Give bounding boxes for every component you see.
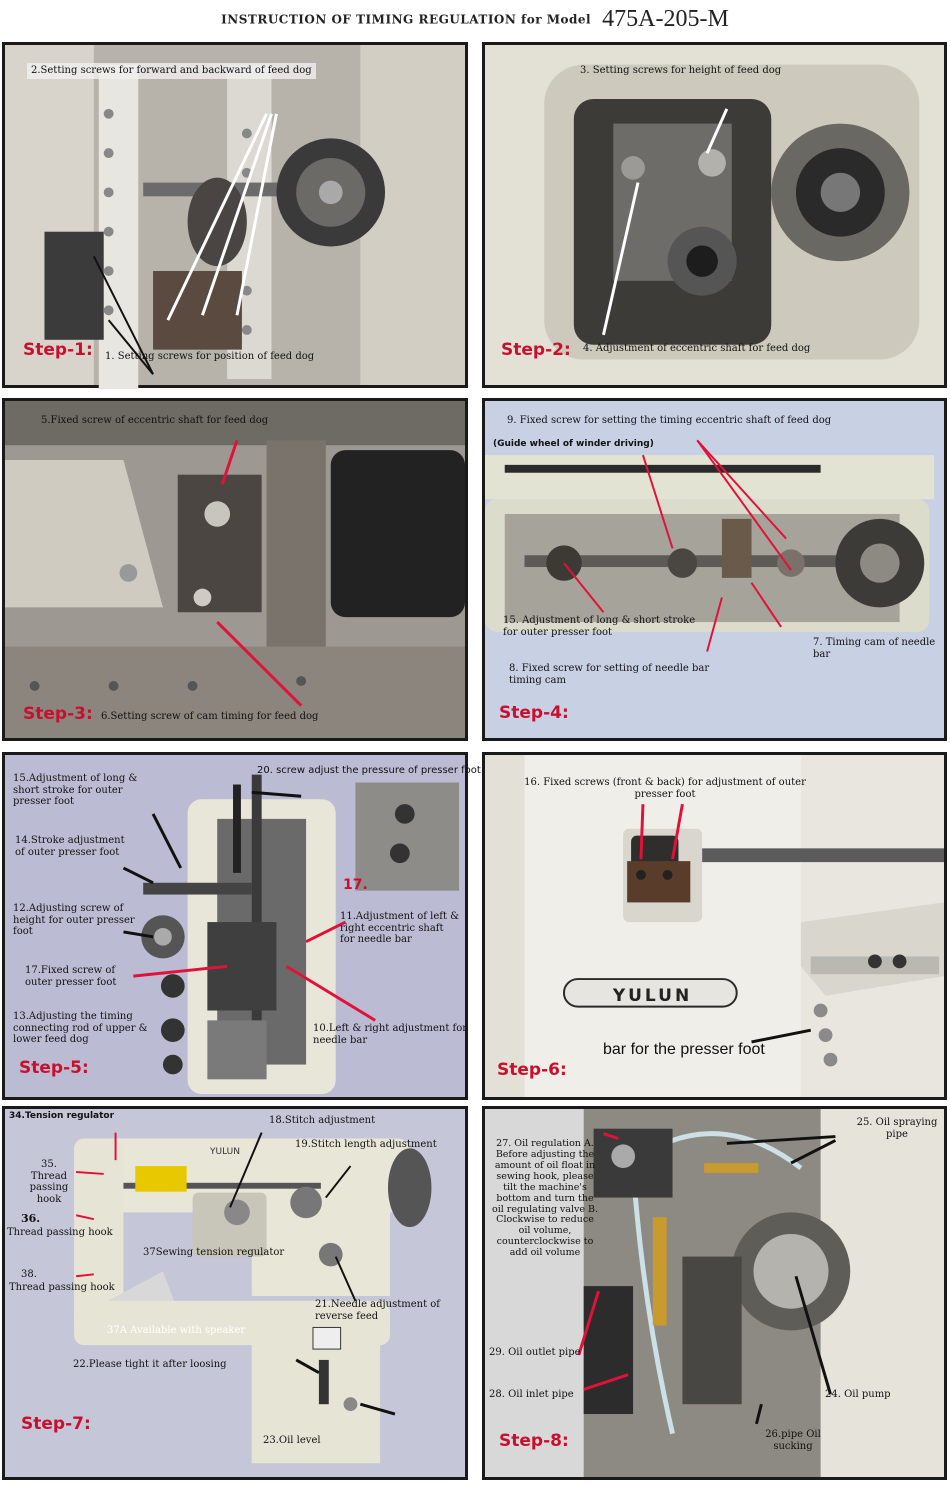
step-1-label: Step-1: <box>23 340 93 360</box>
caption-22: 22.Please tight it after loosing <box>73 1359 227 1370</box>
step-8-photo <box>485 1109 944 1477</box>
caption-3: 3. Setting screws for height of feed dog <box>580 65 782 76</box>
title-text: INSTRUCTION OF TIMING REGULATION for Mod… <box>221 12 592 27</box>
caption-25: 25. Oil spraying pipe <box>856 1117 938 1140</box>
caption-34: 34.Tension regulator <box>9 1111 115 1121</box>
caption-1: 1. Setting screws for position of feed d… <box>105 351 315 362</box>
caption-9: 9. Fixed screw for setting the timing ec… <box>507 415 832 426</box>
caption-38-number: 38. <box>21 1269 37 1280</box>
caption-17: 17.Fixed screw of outer presser foot <box>25 965 117 988</box>
caption-15-stroke: 15. Adjustment of long & short stroke fo… <box>503 615 696 638</box>
caption-6: 6.Setting screw of cam timing for feed d… <box>101 711 319 722</box>
caption-presser-bar: bar for the presser foot <box>603 1041 765 1058</box>
caption-11: 11.Adjustment of left & right eccentric … <box>340 911 460 945</box>
brand-label-yulun-machine: YULUN <box>210 1147 240 1157</box>
caption-2: 2.Setting screws for forward and backwar… <box>27 63 316 79</box>
panel-step-8: 25. Oil spraying pipe 27. Oil regulation… <box>482 1106 947 1480</box>
caption-guide-wheel: (Guide wheel of winder driving) <box>493 439 654 449</box>
caption-13: 13.Adjusting the timing connecting rod o… <box>13 1011 148 1045</box>
step-3-photo <box>5 401 465 738</box>
caption-38: Thread passing hook <box>9 1282 115 1293</box>
step-7-label: Step-7: <box>21 1414 91 1434</box>
caption-15-outer: 15.Adjustment of long & short stroke for… <box>13 773 138 807</box>
caption-10: 10.Left & right adjustment for needle ba… <box>313 1023 468 1046</box>
panel-step-6: 16. Fixed screws (front & back) for adju… <box>482 752 947 1100</box>
panel-step-3: 5.Fixed screw of eccentric shaft for fee… <box>2 398 468 741</box>
caption-21: 21.Needle adjustment of reverse feed <box>315 1299 440 1322</box>
panel-step-4: 9. Fixed screw for setting the timing ec… <box>482 398 947 741</box>
caption-19: 19.Stitch length adjustment <box>295 1139 437 1150</box>
caption-37: 37Sewing tension regulator <box>143 1247 285 1258</box>
brand-label-yulun: YULUN <box>612 986 693 1006</box>
caption-24: 24. Oil pump <box>825 1389 891 1400</box>
panel-step-7: 34.Tension regulator 18.Stitch adjustmen… <box>2 1106 468 1480</box>
step-6-label: Step-6: <box>497 1060 567 1080</box>
step-4-photo <box>485 401 944 738</box>
model-number: 475A-205-M <box>602 6 729 32</box>
step-7-photo <box>5 1109 465 1477</box>
inset-17-label: 17. <box>343 877 368 893</box>
caption-26: 26.pipe Oil sucking <box>765 1429 821 1452</box>
caption-8: 8. Fixed screw for setting of needle bar… <box>509 663 710 686</box>
caption-37a: 37A Available with speaker <box>107 1325 246 1336</box>
caption-7: 7. Timing cam of needle bar <box>813 637 936 660</box>
step-5-label: Step-5: <box>19 1058 89 1078</box>
step-2-label: Step-2: <box>501 340 571 360</box>
caption-23: 23.Oil level <box>263 1435 321 1446</box>
step-4-label: Step-4: <box>499 703 569 723</box>
caption-28: 28. Oil inlet pipe <box>489 1389 574 1400</box>
panel-step-2: 3. Setting screws for height of feed dog… <box>482 42 947 388</box>
caption-14: 14.Stroke adjustment of outer presser fo… <box>15 835 125 858</box>
caption-12: 12.Adjusting screw of height for outer p… <box>13 903 135 937</box>
caption-29: 29. Oil outlet pipe <box>489 1347 581 1358</box>
panel-step-5: 20. screw adjust the pressure of presser… <box>2 752 481 1100</box>
caption-18: 18.Stitch adjustment <box>269 1115 376 1126</box>
page-title: INSTRUCTION OF TIMING REGULATION for Mod… <box>0 6 950 33</box>
caption-36: Thread passing hook <box>7 1227 113 1238</box>
caption-27: 27. Oil regulation A. Before adjusting t… <box>491 1138 599 1259</box>
caption-36-number: 36. <box>21 1212 41 1225</box>
caption-16: 16. Fixed screws (front & back) for adju… <box>524 777 806 800</box>
step-2-photo <box>485 45 944 385</box>
step-3-label: Step-3: <box>23 704 93 724</box>
step-5-photo <box>5 755 465 1097</box>
step-8-label: Step-8: <box>499 1431 569 1451</box>
panel-step-1: 2.Setting screws for forward and backwar… <box>2 42 468 389</box>
caption-35: 35. Thread passing hook <box>29 1159 69 1205</box>
caption-5: 5.Fixed screw of eccentric shaft for fee… <box>41 415 269 426</box>
caption-4: 4. Adjustment of eccentric shaft for fee… <box>583 343 811 354</box>
step-6-photo <box>485 755 944 1097</box>
caption-20: 20. screw adjust the pressure of presser… <box>257 765 481 776</box>
step-1-photo <box>5 45 465 389</box>
